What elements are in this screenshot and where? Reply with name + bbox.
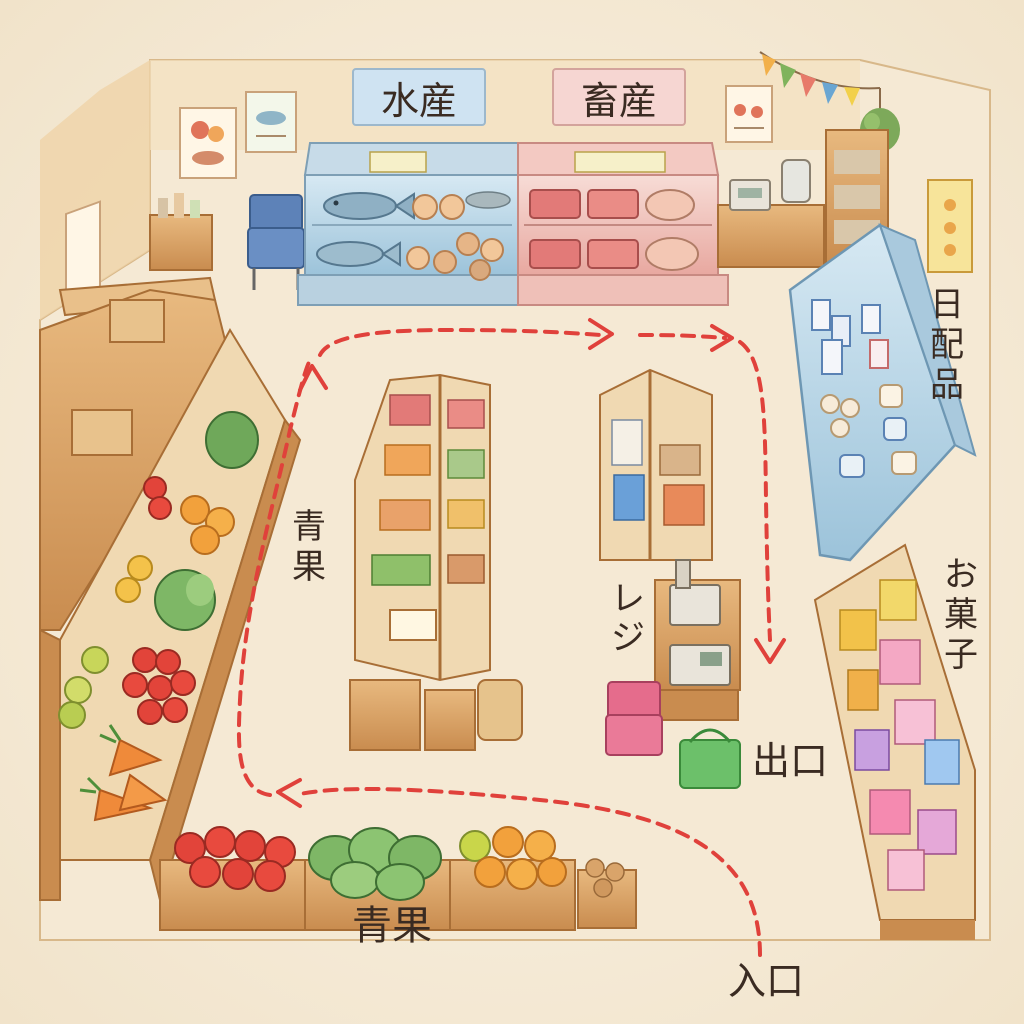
label-char: 日 [930,285,964,325]
sign-seafood: 水産 [352,68,486,126]
poster-fish-2 [245,91,297,153]
milk-carton-icon [811,299,917,478]
seafood-case [297,142,521,306]
tomato-icon [174,826,296,892]
fish-icon [316,191,511,267]
label-char: ジ [611,618,645,659]
label-entrance: 入口 [728,959,805,1003]
cabbage-icon [308,827,442,901]
label-char: レ [611,579,645,619]
poster-fish [179,107,237,179]
shopping-route [236,318,786,957]
label-char: 配 [930,325,964,365]
label-char: お [944,555,978,595]
carrot-icon [79,724,168,822]
dairy-case [788,222,977,562]
label-char: 菓 [944,595,978,635]
chicken-icon [645,189,699,271]
label-register: レジ [608,579,648,659]
cash-register-icon [654,559,741,721]
meat-icon [529,189,639,269]
cabbage-icon [154,411,259,631]
middle-right-shelf [599,368,713,561]
poster-left-wall [65,200,101,302]
label-dairy: 日配品 [930,288,964,402]
shell-icon [406,194,504,281]
label-exit: 出口 [752,739,829,783]
orange-icon [58,495,235,729]
shopping-basket-icon [605,681,741,789]
bunting-flag-icon [759,51,881,106]
sign-meat: 畜産 [552,68,686,126]
label-char: 品 [930,365,964,405]
label-produce-bottom: 青果 [352,903,432,949]
banner-right [927,179,973,273]
shopping-basket-icon [247,194,305,290]
tomato-icon [122,476,196,725]
label-produce-aisle: 青果 [292,510,326,584]
center-shelf [349,373,523,751]
orange-icon [459,826,625,898]
label-char: 青 [292,507,326,547]
back-left-counter [149,193,213,271]
label-char: 子 [944,635,978,675]
sweets-shelf [813,543,976,940]
label-char: 果 [292,547,326,587]
meat-case [517,142,729,306]
poster-right [725,85,773,143]
label-sweets: お菓子 [944,558,978,672]
